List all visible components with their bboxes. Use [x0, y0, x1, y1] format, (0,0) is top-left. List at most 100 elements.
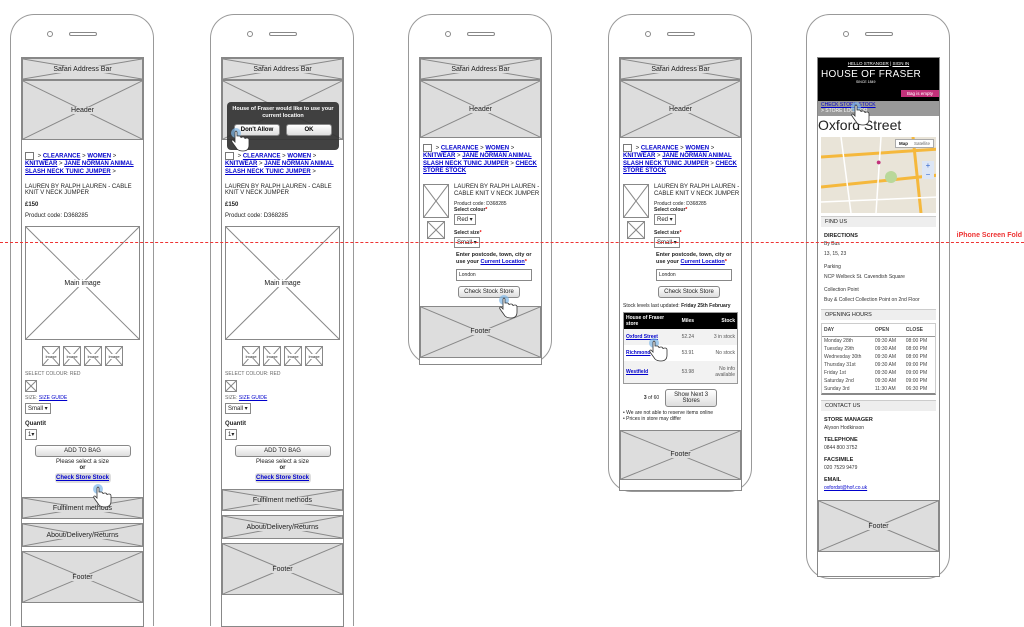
footer-label: Footer — [866, 522, 891, 530]
fax-label: FACSIMILE — [824, 457, 854, 463]
image-icon — [225, 152, 234, 160]
size-guide-link[interactable]: SIZE GUIDE — [38, 395, 68, 402]
about-delivery-returns[interactable]: About/Delivery/Returns — [222, 515, 343, 540]
bc-check-store-stock[interactable]: CHECK STORE STOCK — [623, 160, 737, 175]
bc-product[interactable]: JANE NORMAN ANIMAL SLASH NECK TUNIC JUMP… — [623, 153, 732, 167]
thumbnail[interactable]: Image — [42, 346, 60, 367]
screen: Safari Address Bar Header > CLEARANCE > … — [419, 57, 542, 365]
header-label: Header — [69, 106, 96, 114]
quantity-select[interactable]: 1▾ — [25, 429, 38, 441]
zoom-in-button[interactable]: + — [925, 161, 931, 170]
postcode-input[interactable]: London — [456, 268, 532, 281]
size-select[interactable]: Small ▾ — [25, 403, 51, 415]
size-guide-link[interactable]: SIZE GUIDE — [238, 395, 268, 402]
bc-check-store-stock[interactable]: CHECK STORE STOCK — [423, 160, 537, 175]
check-store-stock-link[interactable]: Check Store Stock — [255, 475, 310, 482]
bc-clearance[interactable]: CLEARANCE — [242, 153, 281, 160]
zoom-out-button[interactable]: − — [925, 170, 931, 179]
footer-label: Footer — [668, 451, 693, 459]
breadcrumb: CHECK STORE STOCK> STORE LOCATOR — [818, 101, 939, 116]
sign-in-link[interactable]: SIGN IN — [892, 61, 910, 66]
address-bar[interactable]: Safari Address Bar — [620, 58, 741, 80]
about-delivery-returns[interactable]: About/Delivery/Returns — [22, 523, 143, 548]
bc-knitwear[interactable]: KNITWEAR — [623, 153, 656, 160]
bc-product[interactable]: JANE NORMAN ANIMAL SLASH NECK TUNIC JUMP… — [423, 153, 532, 167]
check-stock-store-button[interactable]: Check Stock Store — [658, 285, 720, 298]
product-title: LAUREN BY RALPH LAUREN - CABLE KNIT V NE… — [225, 184, 332, 197]
thumbnail[interactable]: Image — [263, 346, 281, 367]
store-link[interactable]: Richmond — [626, 349, 651, 356]
hello-link[interactable]: HELLO STRANGER — [847, 61, 889, 66]
camera-icon — [445, 31, 451, 37]
miles: 52.24 — [679, 328, 697, 345]
collection-value: Buy & Collect Collection Point on 2nd Fl… — [824, 297, 920, 303]
map-button[interactable]: Map — [898, 141, 908, 146]
bc-knitwear[interactable]: KNITWEAR — [423, 153, 456, 160]
bc-women[interactable]: WOMEN — [485, 145, 510, 152]
fulfilment-methods[interactable]: Fulfilment methods — [22, 497, 143, 520]
thumbnail[interactable]: Image — [242, 346, 260, 367]
bag-button[interactable]: Bag is empty — [900, 90, 939, 97]
notes: • We are not able to reserve items onlin… — [620, 407, 741, 426]
bc-clearance[interactable]: CLEARANCE — [42, 153, 81, 160]
add-to-bag-button[interactable]: ADD TO BAG — [234, 445, 331, 458]
bc-clearance[interactable]: CLEARANCE — [640, 145, 679, 152]
contact-us-heading: CONTACT US — [821, 400, 936, 411]
col-open: OPEN — [872, 324, 904, 337]
colour-swatch[interactable] — [225, 380, 237, 393]
address-bar[interactable]: Safari Address Bar — [420, 58, 541, 80]
thumbnail[interactable]: Image — [84, 346, 102, 367]
map[interactable]: ● Map Satellite +− — [821, 137, 936, 213]
add-to-bag-button[interactable]: ADD TO BAG — [34, 445, 131, 458]
hours-cell: 06:30 PM — [905, 386, 928, 392]
address-bar[interactable]: Safari Address Bar — [222, 58, 343, 80]
col-miles: Miles — [679, 312, 697, 329]
bc-check-store-stock[interactable]: CHECK STORE STOCK — [821, 102, 876, 108]
bc-clearance[interactable]: CLEARANCE — [440, 145, 479, 152]
required-mark: * — [685, 206, 688, 213]
bc-women[interactable]: WOMEN — [685, 145, 710, 152]
thumbnail[interactable]: Image — [305, 346, 323, 367]
satellite-button[interactable]: Satellite — [913, 141, 930, 146]
dont-allow-button[interactable]: Don't Allow — [234, 124, 280, 137]
store-title: Oxford Street — [818, 117, 902, 133]
manager-value: Alyson Hodkinson — [824, 425, 865, 431]
postcode-input[interactable]: London — [656, 268, 732, 281]
hours-cell: 09:00 PM — [905, 370, 928, 376]
thumbnail[interactable]: Image — [284, 346, 302, 367]
select-colour-label: SELECT COLOUR: RED — [25, 371, 81, 378]
bc-knitwear[interactable]: KNITWEAR — [25, 161, 58, 168]
colour-select[interactable]: Red ▾ — [454, 213, 476, 225]
thumb-label: Image — [306, 353, 322, 359]
bc-product[interactable]: JANE NORMAN ANIMAL SLASH NECK TUNIC JUMP… — [25, 161, 134, 175]
thumbnail[interactable]: Image — [105, 346, 123, 367]
product-title: LAUREN BY RALPH LAUREN - CABLE KNIT V NE… — [25, 184, 132, 197]
check-store-stock-link[interactable]: Check Store Stock — [55, 475, 110, 482]
hours-cell: 09:00 PM — [905, 378, 928, 384]
fulfilment-methods[interactable]: Fulfilment methods — [222, 489, 343, 512]
quantity-select[interactable]: 1▾ — [225, 429, 238, 441]
show-next-stores-button[interactable]: Show Next 3 Stores — [665, 388, 718, 407]
colour-swatch[interactable] — [25, 380, 37, 393]
size-select[interactable]: Small ▾ — [225, 403, 251, 415]
size-label: SIZE: — [225, 395, 238, 402]
address-bar[interactable]: Safari Address Bar — [22, 58, 143, 80]
thumbnail[interactable]: Image — [63, 346, 81, 367]
bc-product[interactable]: JANE NORMAN ANIMAL SLASH NECK TUNIC JUMP… — [225, 161, 334, 175]
bc-women[interactable]: WOMEN — [287, 153, 312, 160]
current-location-link[interactable]: Current Location — [480, 258, 525, 265]
colour-select[interactable]: Red ▾ — [654, 213, 676, 225]
product-thumbnail — [627, 220, 645, 239]
brand-logo[interactable]: HOUSE OF FRASER — [821, 69, 922, 80]
hours-cell: 09:30 AM — [874, 346, 897, 352]
current-location-link[interactable]: Current Location — [680, 258, 725, 265]
bc-women[interactable]: WOMEN — [87, 153, 112, 160]
map-pin-icon[interactable]: ● — [876, 157, 882, 167]
email-link[interactable]: oxfordst@hof.co.uk — [824, 485, 868, 491]
store-link[interactable]: Oxford Street — [626, 333, 658, 340]
check-stock-store-button[interactable]: Check Stock Store — [458, 285, 520, 298]
ok-button[interactable]: OK — [286, 124, 332, 137]
store-link[interactable]: Westfield — [626, 368, 649, 375]
bc-knitwear[interactable]: KNITWEAR — [225, 161, 258, 168]
